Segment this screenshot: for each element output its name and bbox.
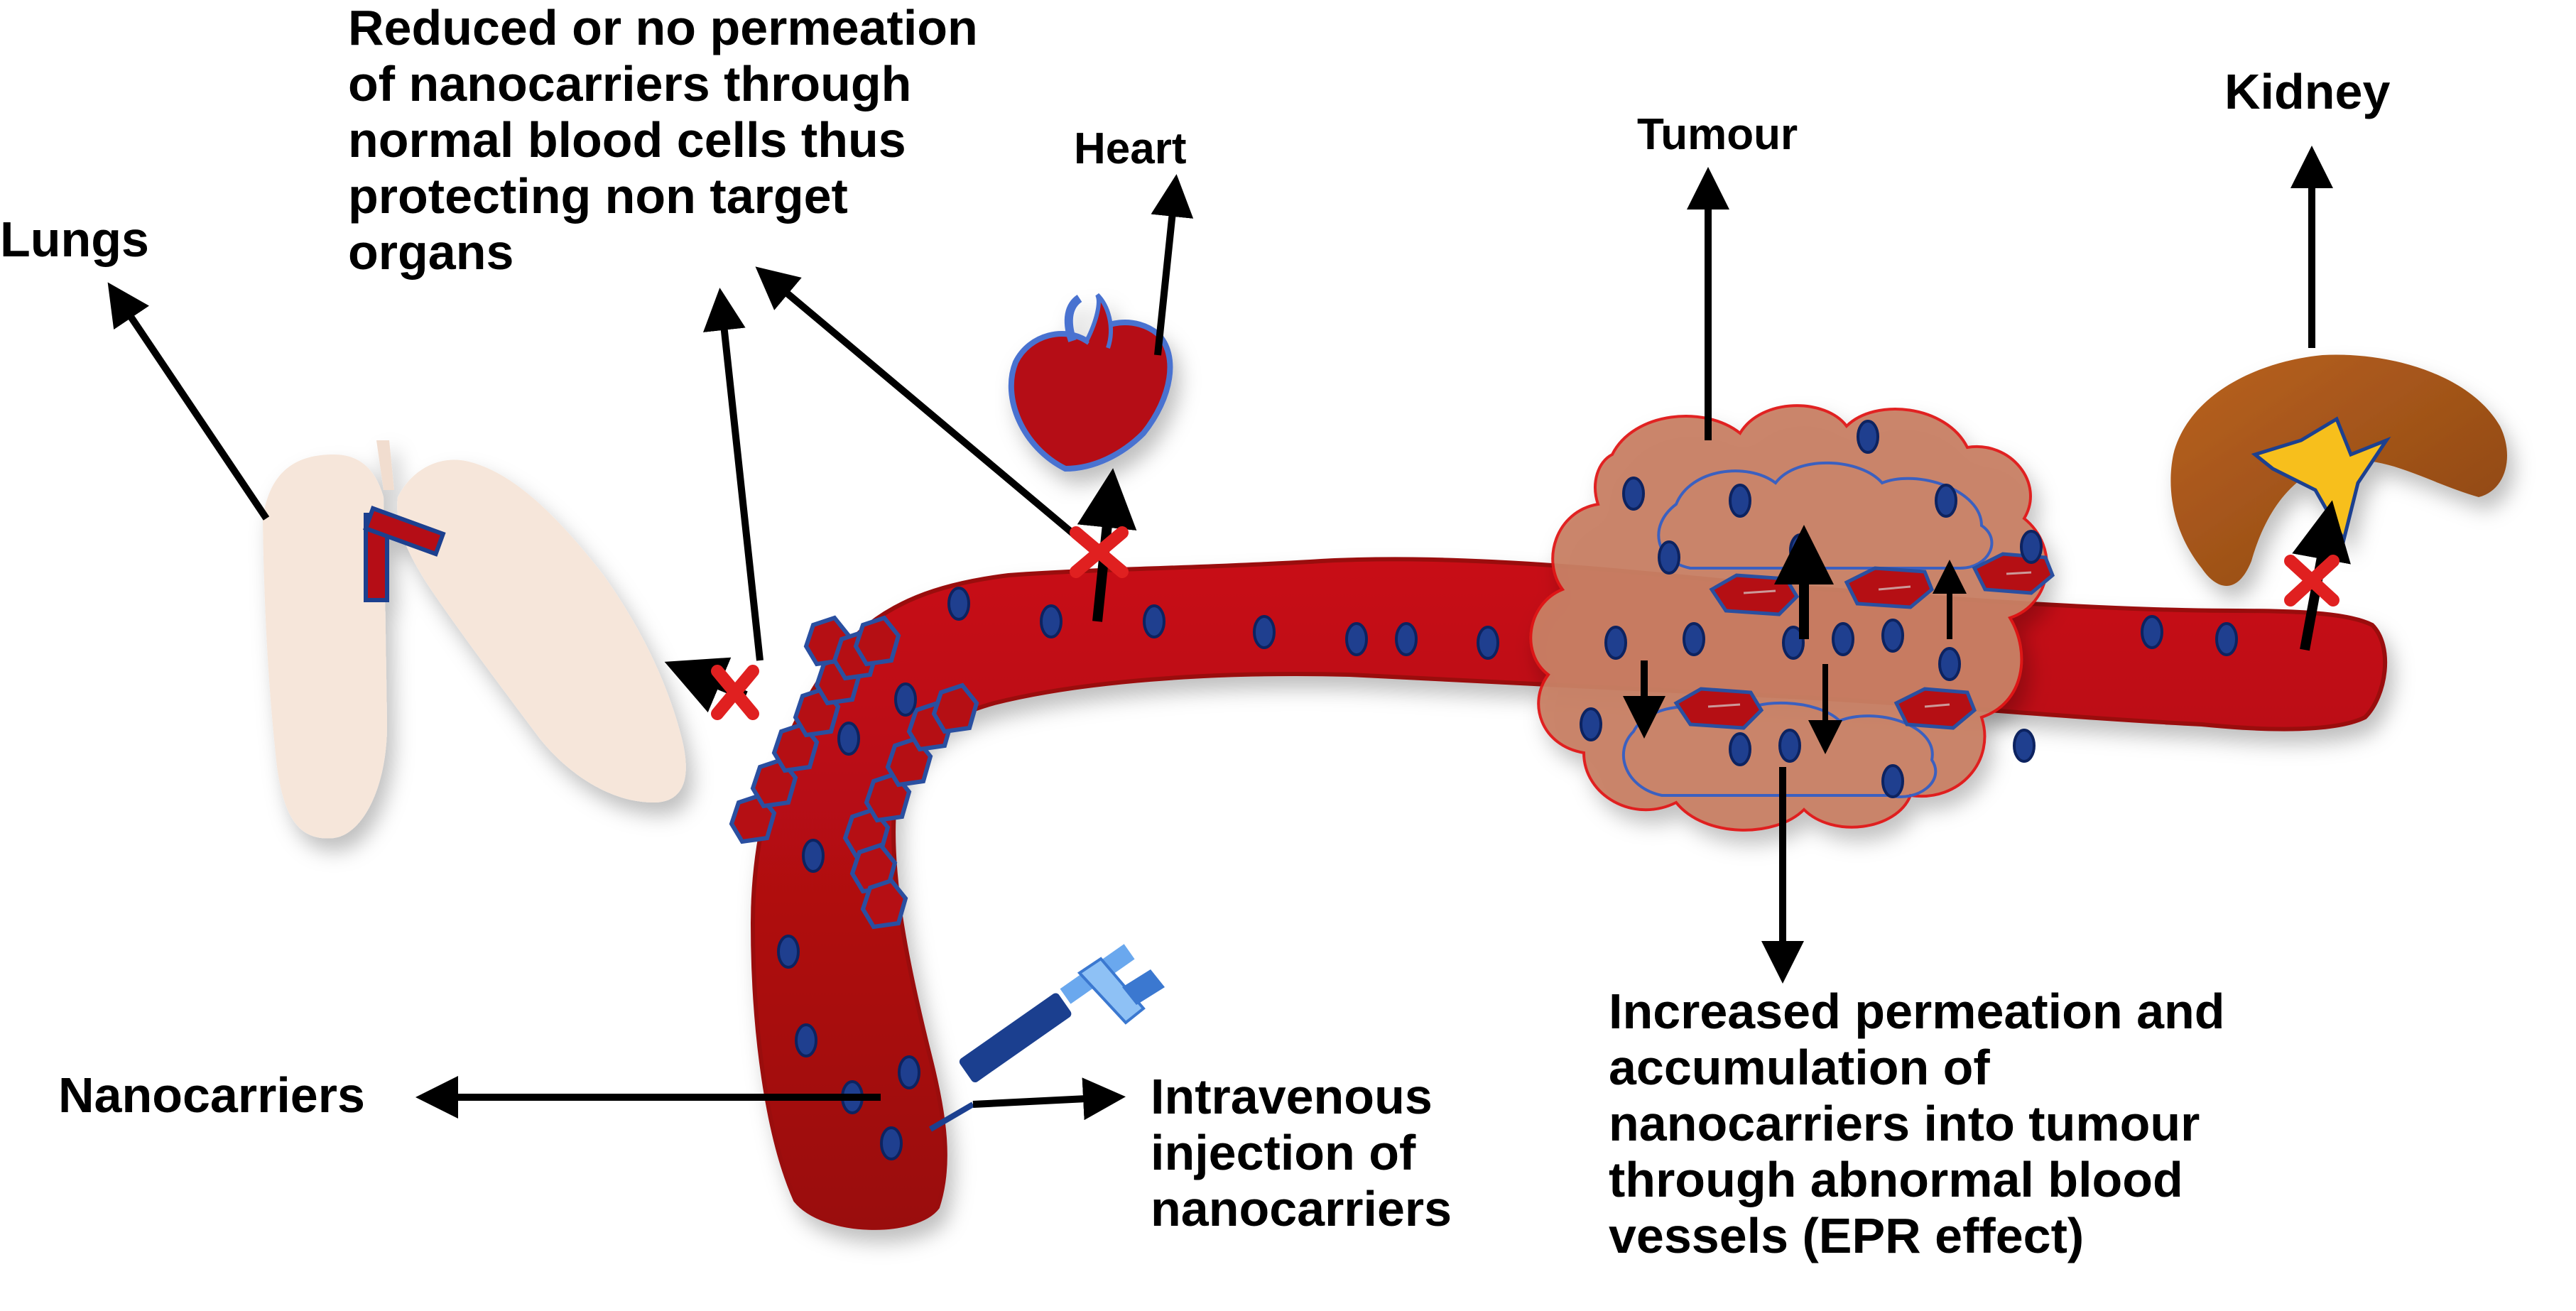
nanocarrier xyxy=(1253,615,1276,649)
nanocarrier xyxy=(1778,729,1801,763)
reduced-permeation-line: organs xyxy=(348,224,514,281)
reduced-permeation-label: Reduced or no permeation of nanocarriers… xyxy=(348,0,978,281)
reduced-permeation-line: of nanocarriers through xyxy=(348,56,912,112)
nanocarrier xyxy=(1935,484,1957,518)
nanocarrier xyxy=(802,839,825,873)
nanocarrier xyxy=(1782,626,1805,660)
nanocarrier xyxy=(1658,540,1680,575)
increased-permeation-line: through abnormal blood xyxy=(1609,1152,2183,1208)
nanocarrier xyxy=(837,722,860,756)
syringe-icon xyxy=(928,944,1165,1132)
increased-permeation-line: nanocarriers into tumour xyxy=(1609,1096,2200,1152)
kidney-label: Kidney xyxy=(2224,64,2391,119)
bronchus-icon xyxy=(363,506,446,602)
nanocarrier xyxy=(2215,622,2238,656)
nanocarrier xyxy=(1395,622,1418,656)
arrow-to-reduced-permeation-1 xyxy=(702,288,763,661)
nanocarriers xyxy=(777,420,2238,1160)
arrow-to-intravenous xyxy=(972,1077,1126,1121)
reduced-permeation-line: Reduced or no permeation xyxy=(348,0,978,55)
nanocarrier xyxy=(777,935,800,969)
nanocarrier xyxy=(947,587,970,621)
intravenous-line: nanocarriers xyxy=(1151,1181,1452,1237)
lungs-icon xyxy=(263,440,686,839)
tumour-icon xyxy=(1529,404,2048,832)
nanocarrier xyxy=(1729,484,1751,518)
lungs-label: Lungs xyxy=(0,212,149,267)
arrow-to-lungs-label xyxy=(107,282,270,521)
intravenous-line: Intravenous xyxy=(1151,1069,1433,1124)
nanocarrier xyxy=(795,1023,817,1057)
kidney-icon xyxy=(2170,354,2507,586)
block-cross-icon xyxy=(711,526,2339,720)
nanocarrier xyxy=(1683,622,1705,656)
nanocarrier xyxy=(1857,420,1879,454)
intravenous-label: Intravenous injection of nanocarriers xyxy=(1151,1069,1452,1237)
nanocarrier xyxy=(1881,764,1904,798)
endothelial-cells xyxy=(729,615,979,930)
reduced-permeation-line: normal blood cells thus xyxy=(348,112,906,168)
nanocarrier xyxy=(1604,626,1627,660)
tumour-endothelial-cells xyxy=(1673,552,2055,730)
increased-permeation-line: Increased permeation and xyxy=(1609,984,2225,1039)
nanocarrier xyxy=(1040,604,1063,638)
nanocarrier xyxy=(1938,647,1961,681)
tumour-label: Tumour xyxy=(1637,110,1798,159)
nanocarrier xyxy=(1477,626,1499,660)
nanocarrier xyxy=(894,682,917,717)
increased-permeation-line: accumulation of xyxy=(1609,1040,1990,1096)
nanocarrier xyxy=(898,1055,920,1089)
nanocarrier xyxy=(1622,477,1645,511)
increased-permeation-line: vessels (EPR effect) xyxy=(1609,1208,2085,1264)
nanocarrier xyxy=(2013,729,2036,763)
nanocarriers-label: Nanocarriers xyxy=(58,1067,365,1123)
nanocarrier xyxy=(1143,604,1165,638)
increased-permeation-label: Increased permeation and accumulation of… xyxy=(1609,984,2225,1264)
nanocarrier xyxy=(1345,622,1368,656)
nanocarrier xyxy=(2141,615,2163,649)
endothelial-cell xyxy=(729,615,979,930)
nanocarrier xyxy=(1832,622,1854,656)
nanocarrier xyxy=(1881,619,1904,653)
arrow-to-reduced-permeation-2 xyxy=(755,266,1100,557)
heart-icon xyxy=(1008,293,1173,472)
intravenous-line: injection of xyxy=(1151,1125,1416,1181)
arrows xyxy=(107,146,2351,1121)
nanocarrier xyxy=(1729,732,1751,766)
reduced-permeation-line: protecting non target xyxy=(348,168,848,224)
nanocarrier xyxy=(1580,707,1602,741)
nanocarrier xyxy=(2020,530,2043,564)
nanocarrier xyxy=(880,1126,903,1160)
heart-label: Heart xyxy=(1074,124,1187,173)
arrow-to-heart-label xyxy=(1151,174,1194,356)
